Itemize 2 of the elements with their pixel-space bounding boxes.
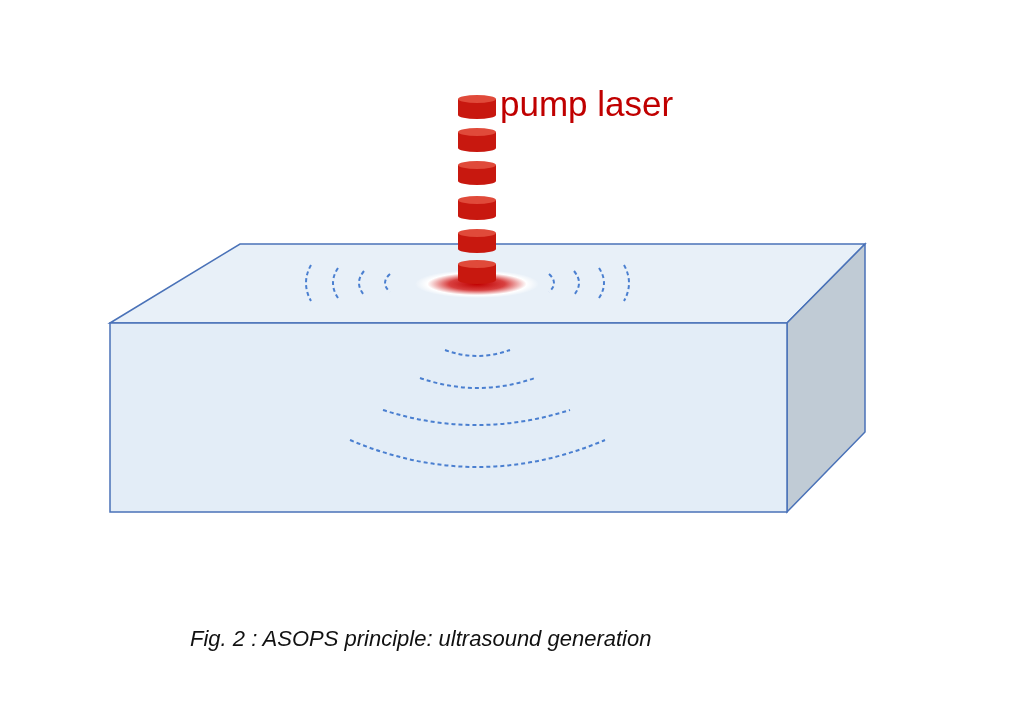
laser-label: pump laser bbox=[500, 86, 674, 121]
figure-caption: Fig. 2 : ASOPS principle: ultrasound generation bbox=[190, 628, 652, 650]
